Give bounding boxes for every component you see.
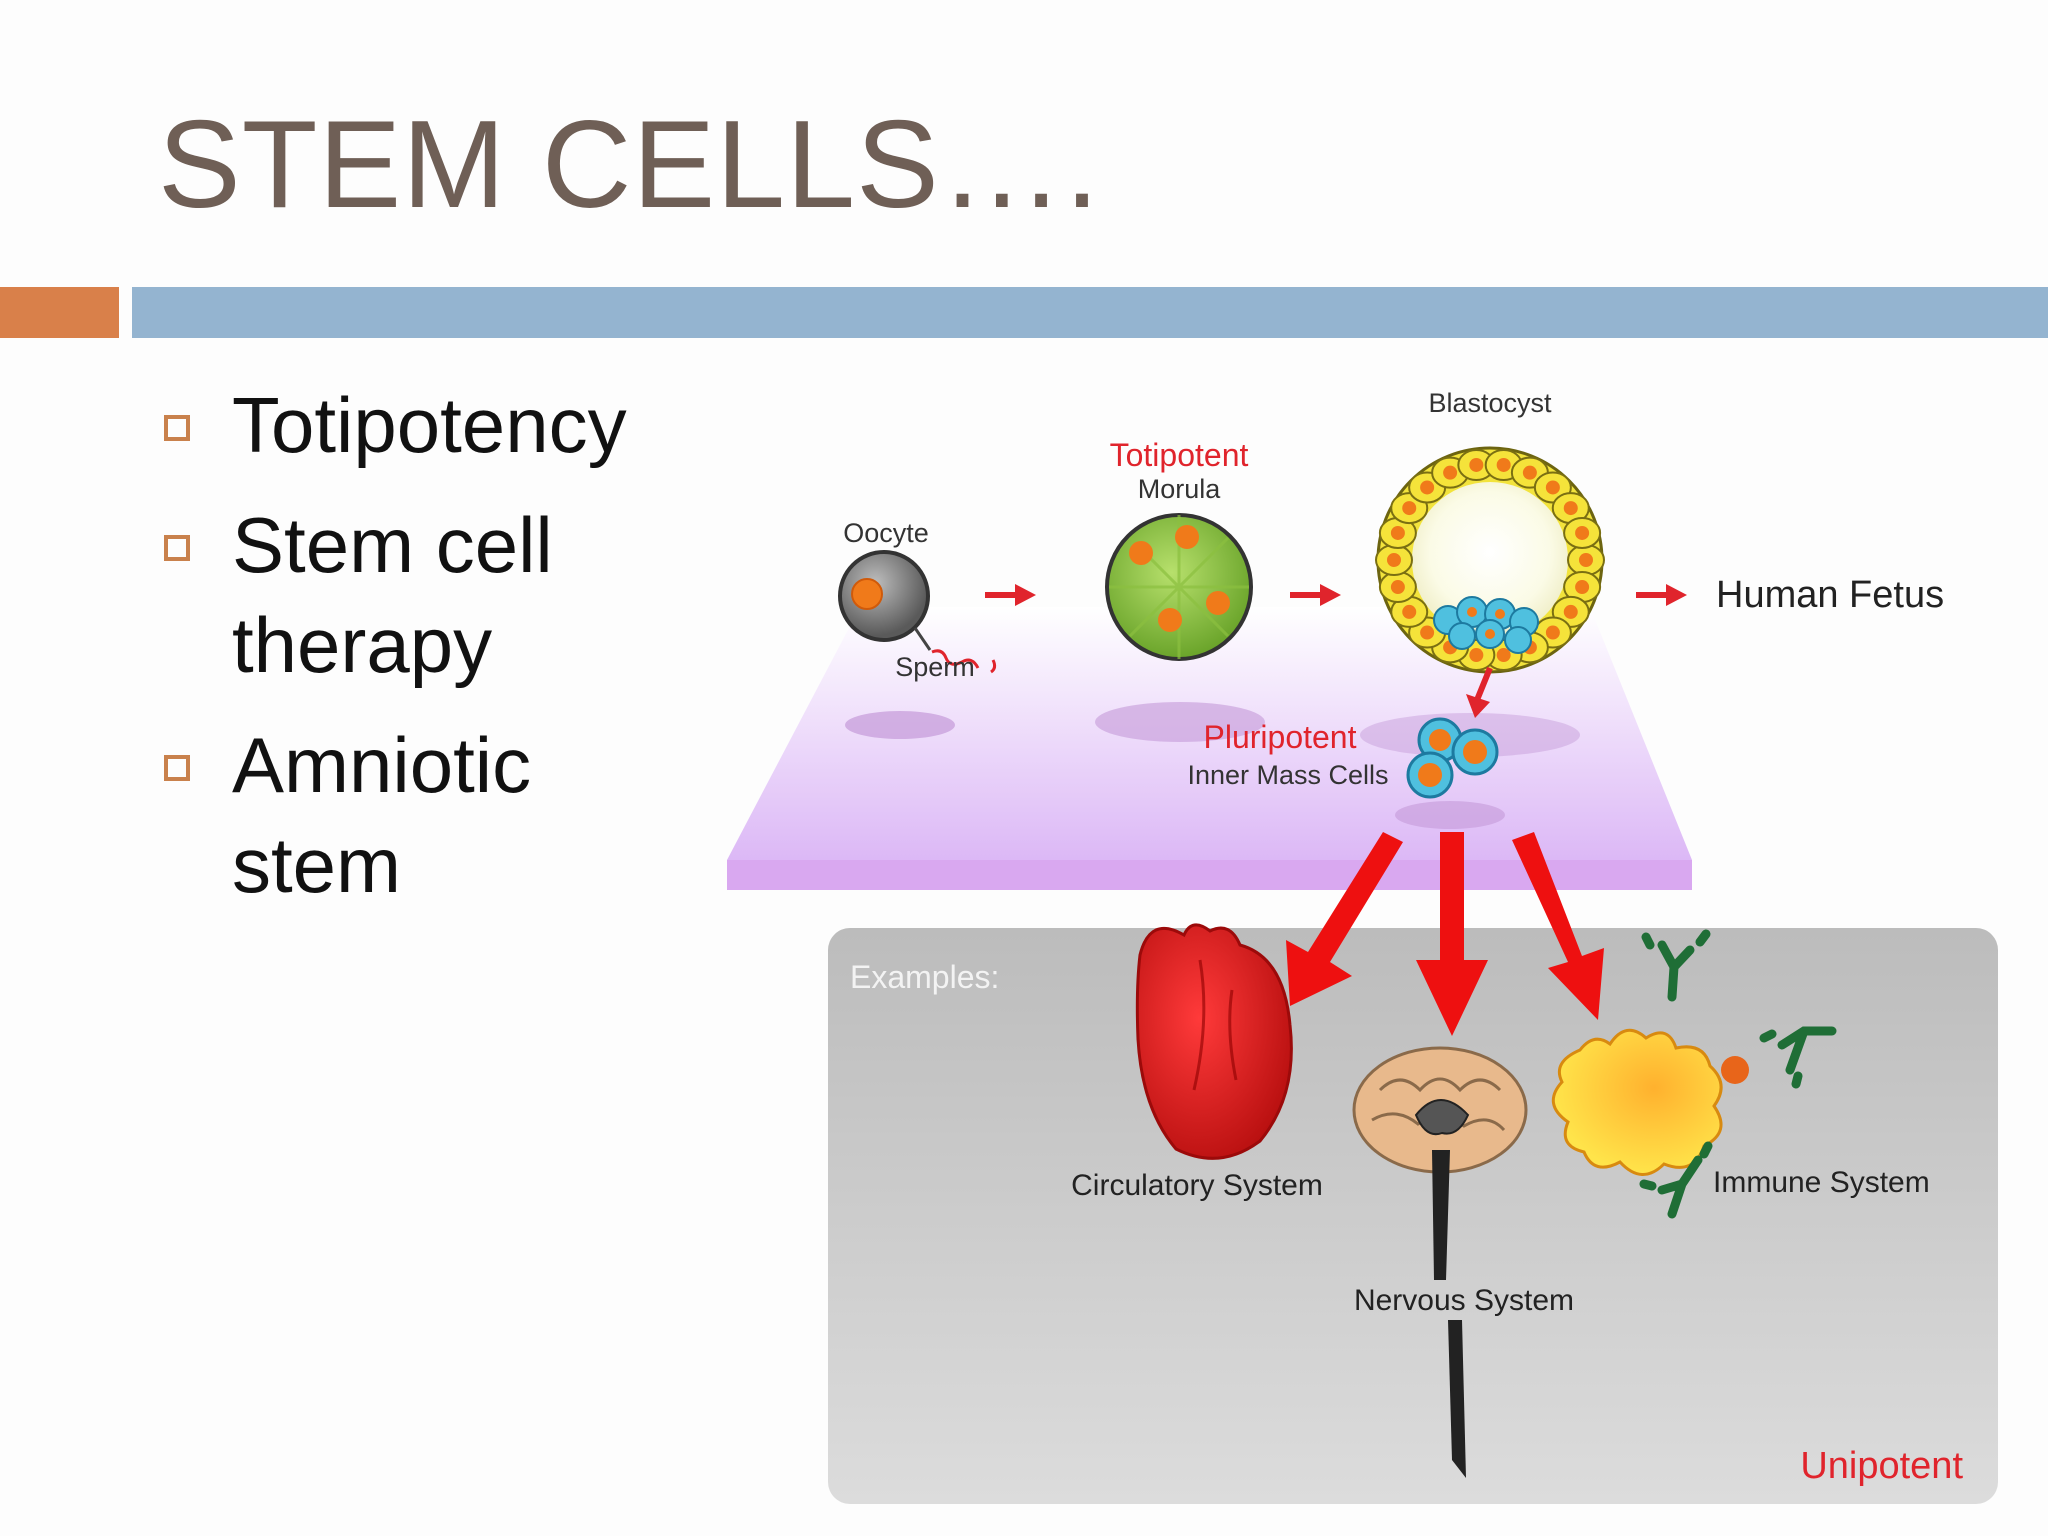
- inner-mass-label: Inner Mass Cells: [1187, 760, 1388, 790]
- blastocyst-cell-nucleus: [1387, 553, 1401, 567]
- blastocyst-cell-nucleus: [1575, 580, 1590, 595]
- blastocyst-cell-nucleus: [1563, 501, 1578, 516]
- immune-label: Immune System: [1713, 1166, 1930, 1199]
- blastocyst-cell-nucleus: [1469, 457, 1484, 472]
- bullet-text: Totipotency: [232, 381, 627, 469]
- blastocyst-cell-nucleus: [1522, 465, 1537, 480]
- blastocyst-cell-nucleus: [1402, 604, 1417, 619]
- human-fetus-label: Human Fetus: [1716, 574, 1944, 616]
- slide-title: STEM CELLS….: [158, 96, 1101, 234]
- inner-mass-cells-icon: [1406, 717, 1499, 799]
- blastocyst-cell-nucleus: [1469, 648, 1484, 663]
- blastocyst-label: Blastocyst: [1428, 388, 1552, 418]
- unipotent-label: Unipotent: [1800, 1445, 1963, 1487]
- immune-cell-icon: [1551, 1028, 1749, 1176]
- bullet-item: Totipotency: [160, 375, 720, 475]
- bullet-text: Stem cell therapy: [232, 501, 553, 689]
- blastocyst-cell-nucleus: [1579, 553, 1593, 567]
- examples-label: Examples:: [850, 959, 999, 995]
- blastocyst-cell-nucleus: [1496, 457, 1511, 472]
- arrow-icon: [985, 584, 1687, 718]
- circulatory-label: Circulatory System: [1071, 1169, 1323, 1202]
- square-bullet-icon: [164, 415, 190, 441]
- totipotent-label: Totipotent: [1110, 437, 1249, 473]
- blastocyst-cell-nucleus: [1575, 525, 1590, 540]
- sperm-label: Sperm: [895, 652, 975, 682]
- blastocyst-cell-nucleus: [1402, 501, 1417, 516]
- blastocyst-cell-nucleus: [1390, 580, 1405, 595]
- nervous-label: Nervous System: [1354, 1284, 1574, 1317]
- square-bullet-icon: [164, 755, 190, 781]
- examples-panel: [828, 928, 1998, 1504]
- brain-icon: [1352, 1046, 1528, 1478]
- accent-bar-orange: [0, 287, 119, 338]
- blastocyst-cell-nucleus: [1545, 625, 1560, 640]
- pluripotent-label: Pluripotent: [1204, 719, 1357, 755]
- accent-bar-blue: [132, 287, 2048, 338]
- blastocyst-cell-nucleus: [1443, 465, 1458, 480]
- blastocyst-cell-nucleus: [1545, 480, 1560, 495]
- bullet-text: Amniotic stem cells: [232, 721, 532, 909]
- bullet-item: Stem cell therapy: [160, 495, 720, 695]
- blastocyst-icon: [1375, 446, 1605, 674]
- oocyte-label: Oocyte: [843, 518, 929, 548]
- morula-label: Morula: [1138, 474, 1222, 504]
- antibody-icon: [1639, 929, 1837, 1219]
- oocyte-icon: [838, 550, 997, 674]
- heart-icon: [1135, 923, 1293, 1160]
- morula-icon: [1105, 513, 1253, 661]
- differentiation-arrows: [1286, 832, 1604, 1036]
- blastocyst-cell-nucleus: [1496, 648, 1511, 663]
- square-bullet-icon: [164, 535, 190, 561]
- blastocyst-cell-nucleus: [1420, 625, 1435, 640]
- blastocyst-cell-nucleus: [1390, 525, 1405, 540]
- bullet-item: Amniotic stem cells: [160, 715, 720, 915]
- bullet-list: Totipotency Stem cell therapy Amniotic s…: [160, 375, 720, 915]
- blastocyst-cell-nucleus: [1563, 604, 1578, 619]
- blastocyst-cell-nucleus: [1420, 480, 1435, 495]
